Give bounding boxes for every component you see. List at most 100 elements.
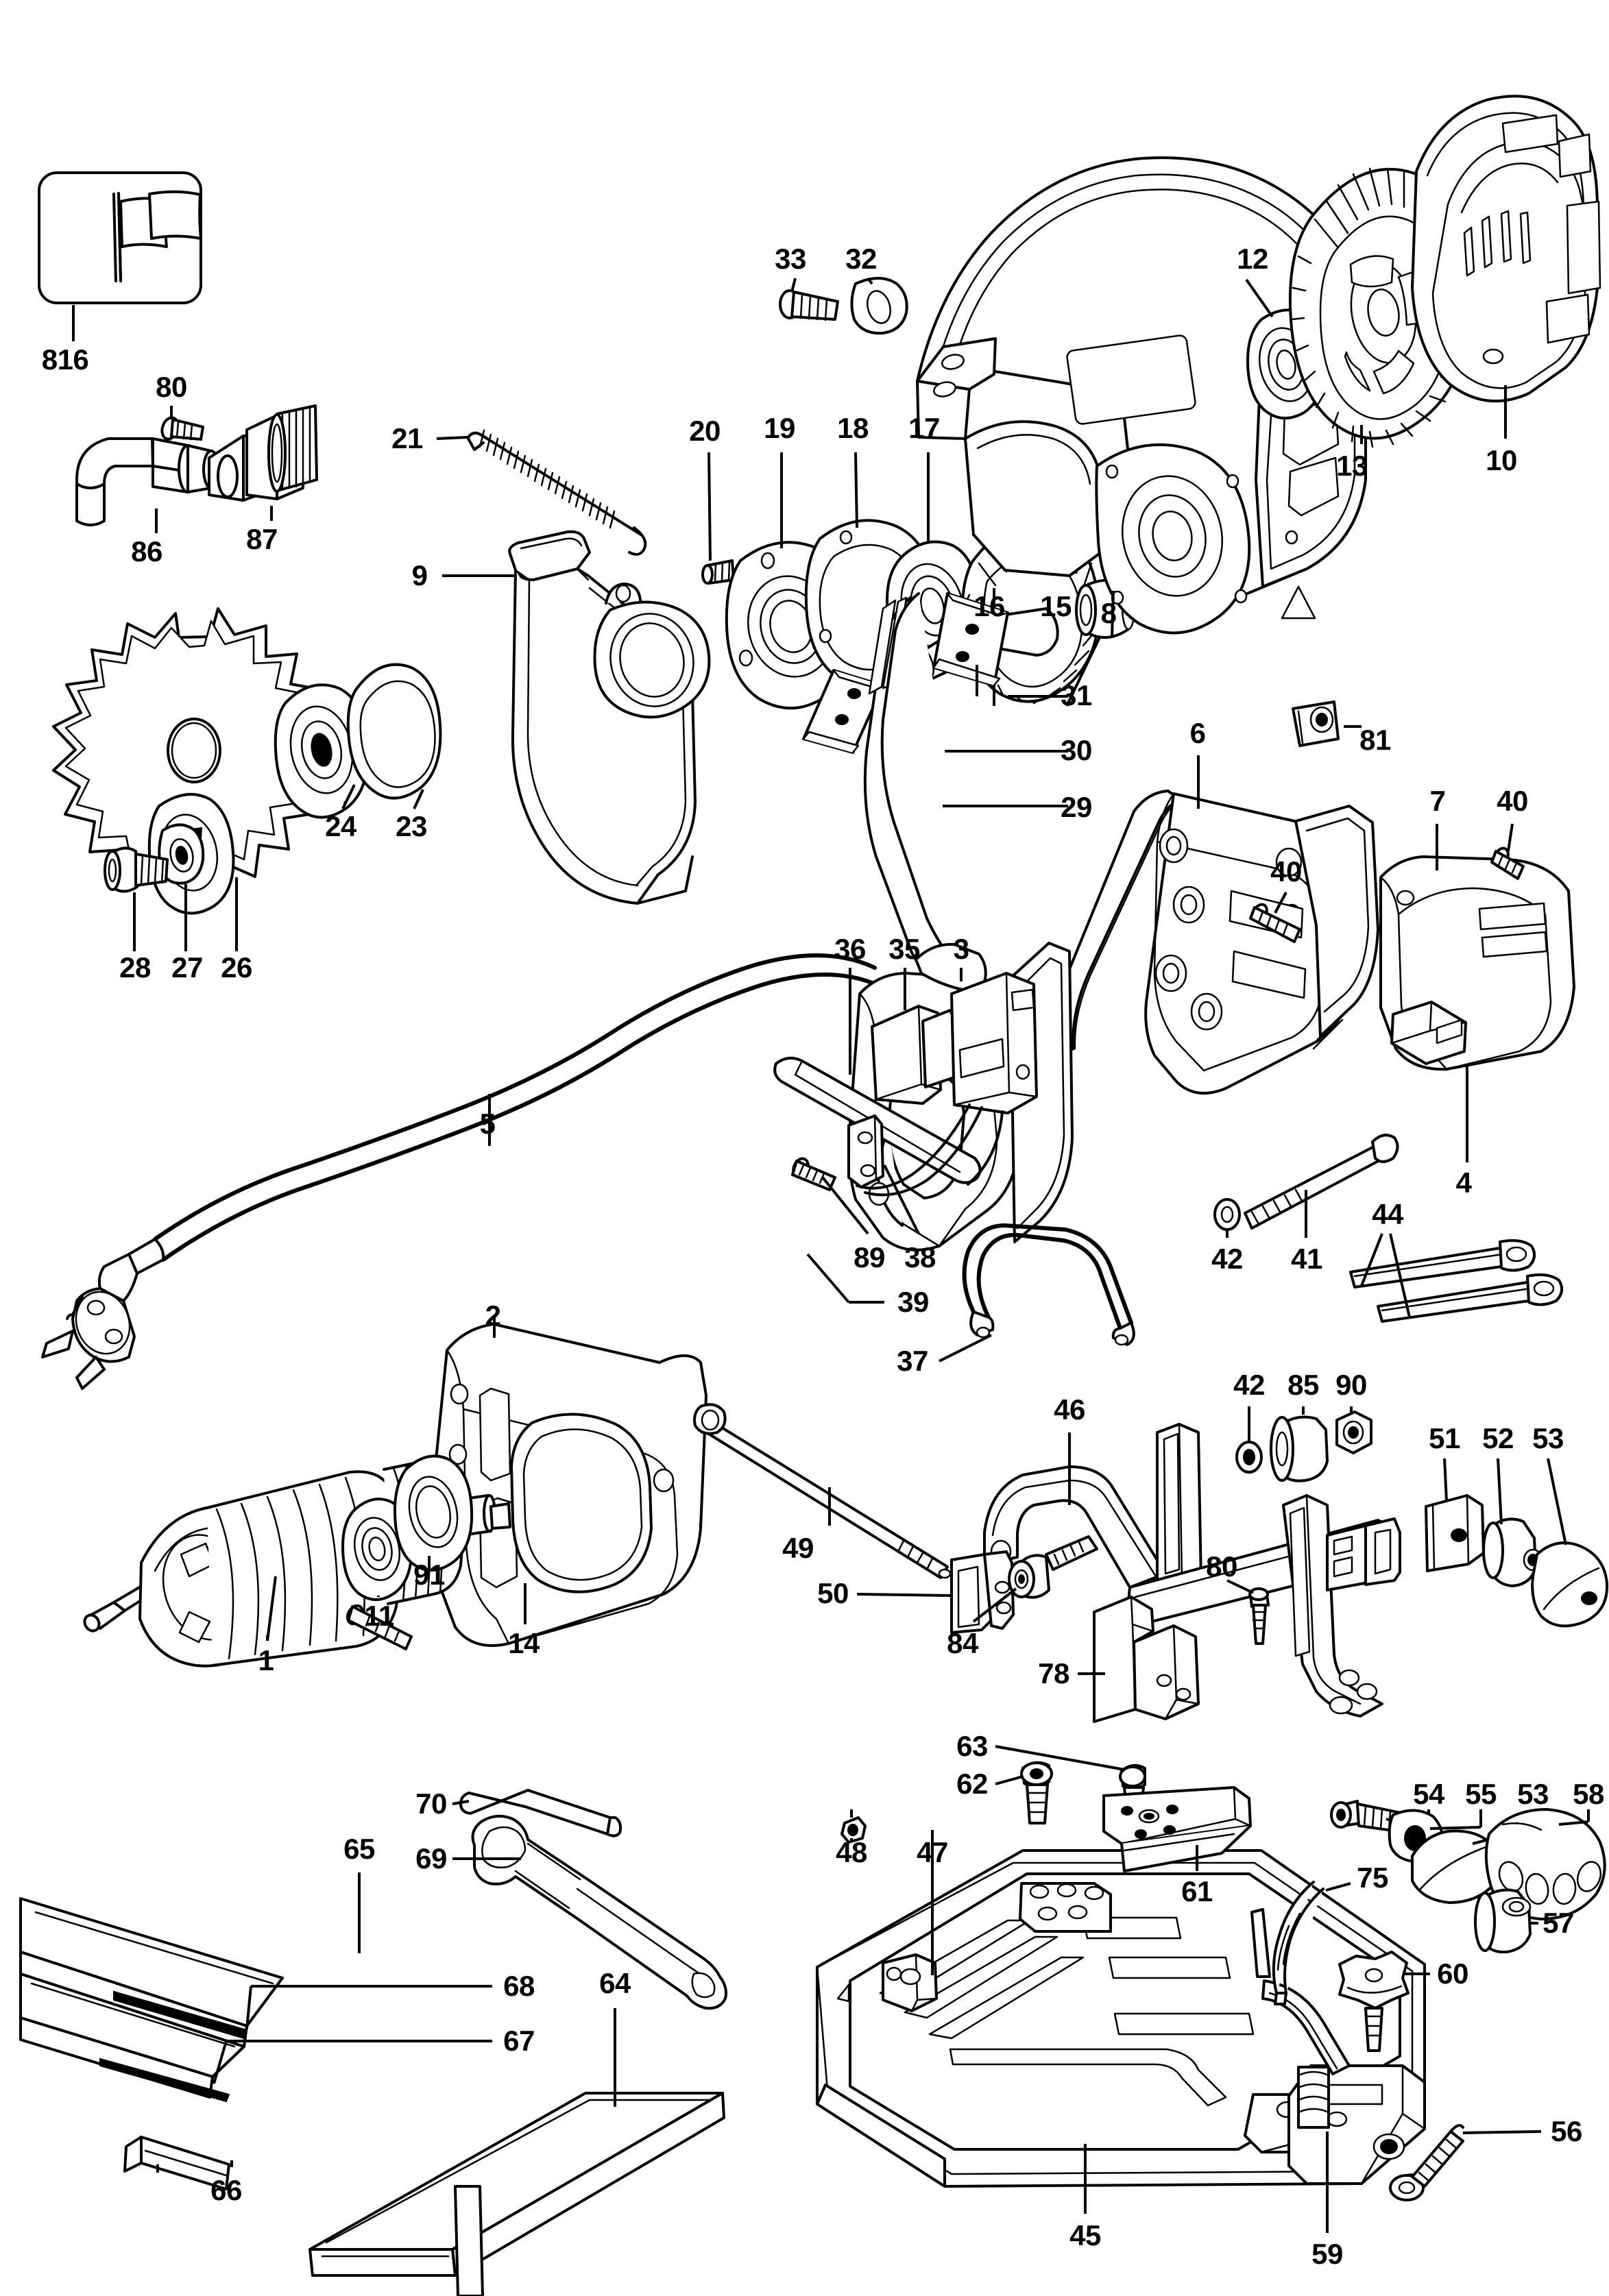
washer-42a [1215,1199,1239,1230]
callout-89: 89 [854,1241,885,1273]
lever-knob-53b [1412,1831,1500,1903]
callout-816: 816 [41,343,89,376]
callout-50: 50 [817,1577,849,1609]
callout-13: 13 [1336,450,1368,482]
callout-23: 23 [396,810,427,842]
callout-90: 90 [1335,1369,1367,1401]
callout-41: 41 [1291,1243,1322,1275]
callout-40b: 40 [1270,855,1302,888]
callout-15: 15 [1040,590,1072,622]
callout-37: 37 [897,1345,928,1377]
power-cord-5 [43,955,882,1389]
callout-60: 60 [1437,1957,1468,1990]
callout-86: 86 [131,535,162,567]
callout-40a: 40 [1497,785,1528,817]
screw-89 [790,1156,835,1190]
callout-8: 8 [1100,597,1117,629]
dust-adapter-87 [209,406,317,500]
callout-9: 9 [411,559,428,591]
guide-block-50 [952,1552,1013,1633]
callout-84: 84 [947,1627,978,1659]
hex-nut-90 [1337,1412,1371,1453]
callout-48: 48 [836,1836,867,1868]
screw-80b [1250,1589,1268,1644]
callout-20: 20 [689,415,721,447]
callout-66: 66 [210,2174,242,2206]
riving-knife-bracket-78 [1094,1597,1198,1722]
fan-baffle-10 [1412,96,1600,401]
callout-63: 63 [956,1730,988,1762]
carbon-brush-4 [1392,1002,1466,1064]
base-shoe-45 [817,1851,1425,2186]
switch-3 [857,973,1037,1195]
bush-57 [1475,1890,1530,1953]
callout-51: 51 [1429,1422,1460,1454]
callout-33: 33 [775,243,806,275]
seal-ring-91 [395,1456,472,1570]
clamp-knob-60 [1340,1952,1408,2051]
callout-28: 28 [119,951,151,984]
callout-52: 52 [1482,1422,1514,1454]
callout-59: 59 [1311,2238,1343,2270]
callout-14: 14 [508,1627,540,1659]
set-screw-20 [703,561,734,583]
callout-38: 38 [904,1241,936,1273]
callout-65: 65 [343,1833,375,1865]
flag-symbol-box [39,173,201,303]
callout-62: 62 [956,1768,988,1800]
callout-44: 44 [1372,1198,1403,1230]
screw-56 [1390,2125,1463,2200]
callout-54: 54 [1413,1778,1444,1810]
callout-68: 68 [503,1970,535,2002]
callout-42b: 42 [1233,1369,1265,1401]
callout-58: 58 [1573,1778,1604,1810]
cord-retainer-38 [849,1116,883,1187]
callout-61: 61 [1181,1875,1213,1907]
nut-48 [842,1818,865,1842]
screw-14 [345,1603,411,1649]
wire-loop-37 [965,1225,1134,1345]
callout-85: 85 [1287,1369,1319,1401]
bevel-quadrant-75 [1252,1882,1323,2004]
rear-shoe-bracket-61 [1104,1787,1250,1871]
rip-fence-65 [21,1898,282,2097]
screw-80-top [160,415,203,441]
fence-rail-68 [114,1992,247,2038]
callout-2: 2 [485,1299,501,1332]
field-stator-2 [435,1324,706,1646]
callout-6: 6 [1189,717,1206,749]
callout-53a: 53 [1532,1422,1564,1454]
depth-adjust-bracket-46 [984,1424,1400,1716]
washer-27 [159,825,203,883]
callout-81: 81 [1359,724,1391,756]
callout-70: 70 [415,1787,447,1820]
callout-12: 12 [1237,243,1268,275]
callout-69: 69 [415,1842,447,1874]
callout-1: 1 [258,1644,274,1676]
hex-key-70 [461,1790,620,1836]
callout-67: 67 [503,2025,535,2057]
long-screw-41 [1245,1135,1398,1228]
inner-flange-23 [348,665,441,798]
callout-5: 5 [479,1108,496,1140]
saw-blade [53,609,332,894]
callout-10: 10 [1486,444,1517,476]
screw-40b [1250,902,1300,942]
screw-33 [780,291,838,320]
callout-56: 56 [1551,2115,1582,2147]
callout-35: 35 [888,933,920,965]
callout-11: 11 [364,1600,394,1632]
switch-actuator-35 [872,1006,956,1103]
callout-26: 26 [221,951,252,984]
callout-4: 4 [1455,1167,1472,1199]
callout-64: 64 [599,1967,631,1999]
parallel-guide-rail-64 [310,2093,724,2296]
fence-rail-67 [100,2059,229,2101]
bearing-bush-15 [1076,580,1135,637]
washer-42b [1237,1442,1261,1472]
blade-bolt-28 [105,848,167,891]
fence-guide-66 [125,2137,229,2189]
motor-housing-6 [1056,791,1378,1093]
